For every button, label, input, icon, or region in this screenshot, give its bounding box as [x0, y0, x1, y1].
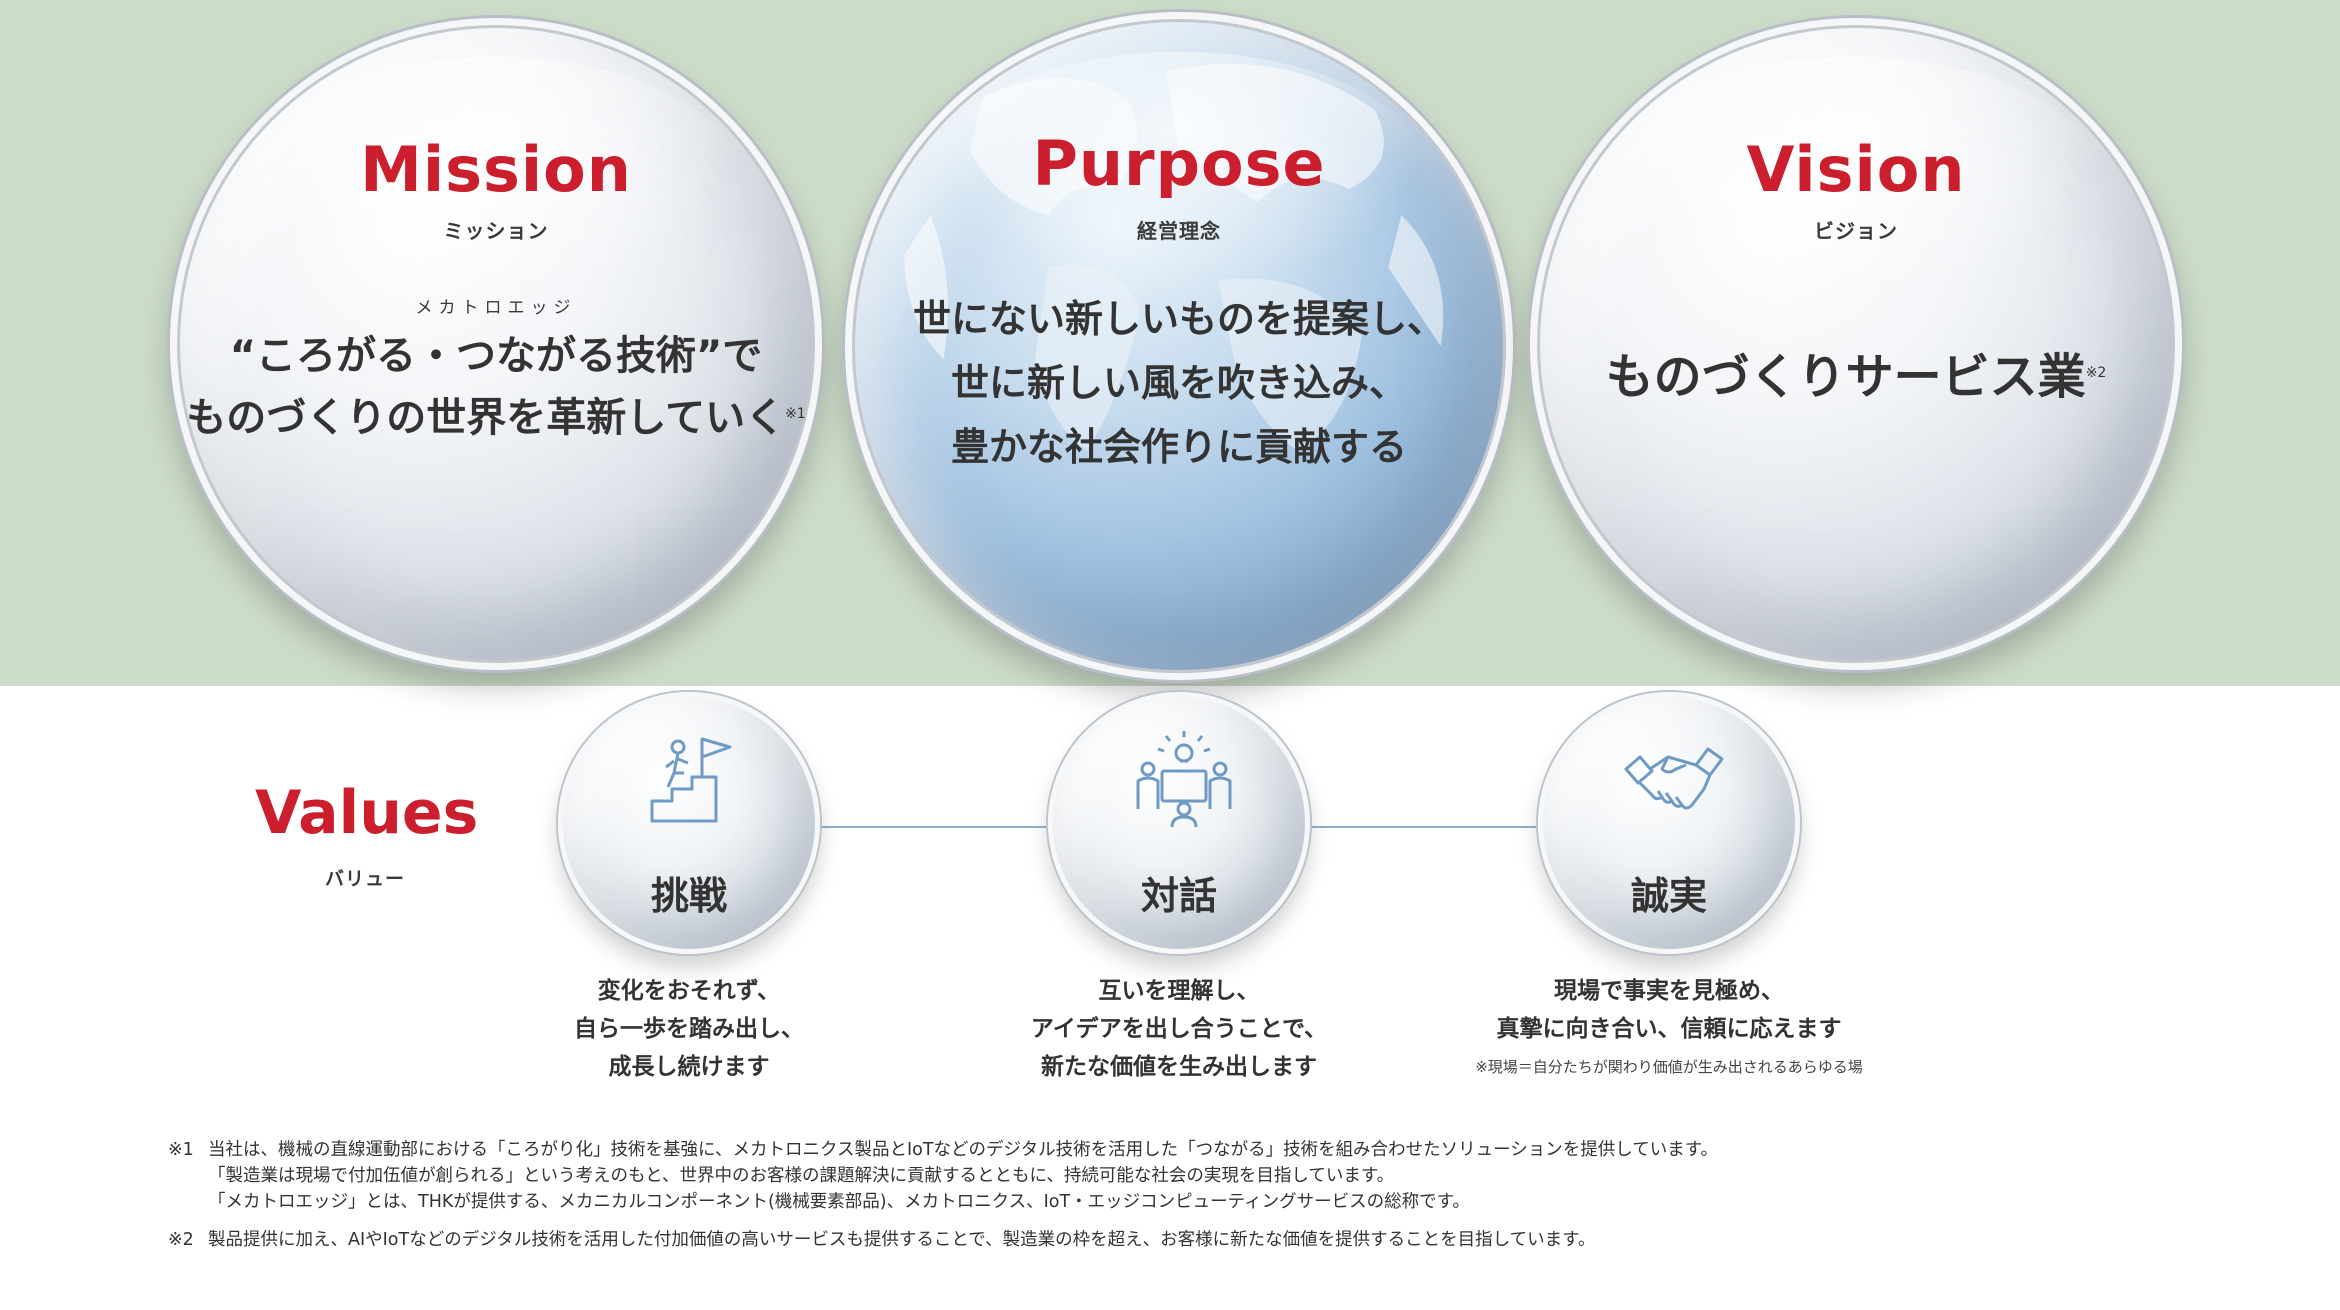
purpose-statement: 世にない新しいものを提案し、 世に新しい風を吹き込み、 豊かな社会作りに貢献する	[852, 287, 1506, 479]
value-dialogue-desc-2: アイデアを出し合うことで、	[1030, 1016, 1328, 1042]
value-dialogue-sphere: 対話	[1048, 692, 1310, 954]
handshake-icon	[1624, 747, 1724, 810]
mission-statement: “ころがる・つながる技術”で ものづくりの世界を革新していく※1	[177, 325, 815, 449]
value-integrity-sphere: 誠実	[1538, 692, 1800, 954]
value-integrity-desc-1: 現場で事実を見極め、	[1554, 978, 1784, 1004]
purpose-line-1: 世にない新しいものを提案し、	[912, 297, 1445, 341]
footnote-2-line-1: ※2 製品提供に加え、AIやIoTなどのデジタル技術を活用した付加価値の高いサービ…	[168, 1226, 1595, 1251]
value-challenge-desc-2: 自ら一歩を踏み出し、	[574, 1016, 804, 1042]
value-dialogue-desc-3: 新たな価値を生み出します	[1041, 1054, 1317, 1080]
value-challenge-desc: 変化をおそれず、 自ら一歩を踏み出し、 成長し続けます	[459, 972, 919, 1086]
vision-note-mark: ※2	[2085, 365, 2107, 381]
purpose-title: Purpose	[1032, 127, 1326, 200]
values-title: Values	[255, 778, 479, 848]
footnote-1-line-2: 「製造業は現場で付加伍値が創られる」という考えのもと、世界中のお客様の課題解決に…	[208, 1166, 1395, 1186]
vision-subtitle: ビジョン	[1814, 219, 1898, 243]
value-integrity-label: 誠実	[1630, 874, 1707, 918]
value-challenge-sphere: 挑戦	[558, 692, 820, 954]
vision-line-1: ものづくりサービス業※2	[1605, 349, 2107, 405]
footnote-1-line-1: ※1 当社は、機械の直線運動部における「ころがり化」技術を基強に、メカトロニクス製…	[168, 1136, 1718, 1161]
mission-subtitle: ミッション	[443, 219, 549, 243]
purpose-sphere: Purpose 経営理念 世にない新しいものを提案し、 世に新しい風を吹き込み、…	[845, 12, 1513, 680]
values-connector-1	[818, 826, 1052, 828]
mission-sphere: Mission ミッション メカトロエッジ “ころがる・つながる技術”で ものづ…	[170, 18, 822, 670]
value-dialogue-desc-1: 互いを理解し、	[1098, 978, 1260, 1004]
mission-line-2: ものづくりの世界を革新していく※1	[186, 395, 806, 441]
values-connector-2	[1310, 826, 1544, 828]
value-integrity-note: ※現場＝自分たちが関わり価値が生み出されるあらゆる場	[1475, 1058, 1863, 1076]
meeting-idea-icon	[1136, 731, 1232, 828]
footnote-2-mark: ※2	[168, 1230, 194, 1250]
mission-ruby: メカトロエッジ	[415, 298, 577, 318]
value-integrity-desc-2: 真摯に向き合い、信頼に応えます	[1496, 1016, 1842, 1042]
footnote-2-text-1: 製品提供に加え、AIやIoTなどのデジタル技術を活用した付加価値の高いサービスも…	[208, 1230, 1596, 1250]
value-challenge-label: 挑戦	[650, 874, 727, 918]
purpose-line-2: 世に新しい風を吹き込み、	[950, 361, 1407, 405]
vision-title: Vision	[1746, 133, 1966, 206]
value-challenge-desc-1: 変化をおそれず、	[597, 978, 781, 1004]
purpose-subtitle: 経営理念	[1137, 219, 1221, 243]
mission-line-1: “ころがる・つながる技術”で	[229, 333, 763, 379]
value-challenge-desc-3: 成長し続けます	[608, 1054, 770, 1080]
values-subtitle: バリュー	[324, 868, 405, 890]
stairs-flag-icon	[650, 737, 732, 823]
vision-sphere: Vision ビジョン ものづくりサービス業※2	[1530, 18, 2182, 670]
mission-note-mark: ※1	[785, 406, 806, 422]
footnote-1-text-1: 当社は、機械の直線運動部における「ころがり化」技術を基強に、メカトロニクス製品と…	[208, 1140, 1719, 1160]
footnote-1-mark: ※1	[168, 1140, 194, 1160]
value-dialogue-desc: 互いを理解し、 アイデアを出し合うことで、 新たな価値を生み出します	[949, 972, 1409, 1086]
vision-statement: ものづくりサービス業※2	[1537, 345, 2175, 409]
value-integrity-desc: 現場で事実を見極め、 真摯に向き合い、信頼に応えます	[1439, 972, 1899, 1048]
footnote-1-line-3: 「メカトロエッジ」とは、THKが提供する、メカニカルコンポーネント(機械要素部品…	[208, 1192, 1470, 1212]
value-dialogue-label: 対話	[1140, 874, 1217, 918]
purpose-line-3: 豊かな社会作りに貢献する	[950, 425, 1407, 469]
mission-title: Mission	[360, 133, 632, 206]
